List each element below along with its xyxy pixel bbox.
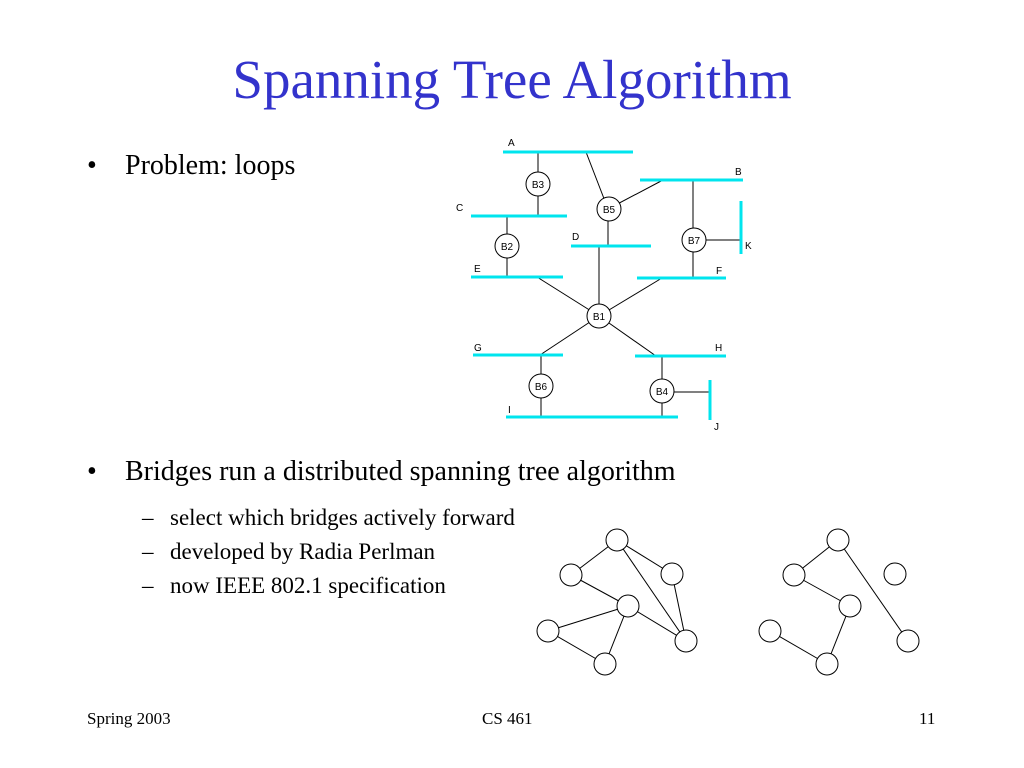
bridges: B3 B5 B2 B7 B1 B6 B4	[494, 171, 707, 404]
tree-nodes	[758, 528, 920, 676]
lan-labels: A B C D E F G H I J K	[456, 138, 752, 433]
graph-edge	[616, 539, 687, 642]
tree-node	[815, 652, 839, 676]
lan-label-i: I	[508, 405, 511, 416]
sub-bullet-text: now IEEE 802.1 specification	[170, 573, 446, 598]
graph-node	[660, 562, 684, 586]
graph-edge	[547, 605, 629, 632]
lan-label-h: H	[715, 343, 722, 354]
bridge-b5: B5	[596, 196, 622, 222]
bridge-label: B6	[535, 382, 548, 393]
slide-title: Spanning Tree Algorithm	[232, 49, 792, 110]
graph-nodes	[536, 528, 698, 676]
sub-bullet-dash: –	[142, 539, 154, 564]
bridge-b7: B7	[681, 227, 707, 253]
lan-label-b: B	[735, 167, 742, 178]
tree-node	[826, 528, 850, 552]
graph-node	[605, 528, 629, 552]
tree-node	[896, 629, 920, 653]
bullet-dot: •	[87, 456, 97, 487]
graph-with-loops	[536, 528, 698, 676]
bridge-circle	[494, 233, 520, 259]
lan-label-g: G	[474, 343, 482, 354]
bridge-label: B2	[501, 242, 514, 253]
sub-bullet-ieee: – now IEEE 802.1 specification	[142, 573, 446, 598]
bridge-circle	[596, 196, 622, 222]
lan-segments	[471, 150, 743, 420]
footer-page-number: 11	[919, 709, 936, 728]
tree-node	[758, 619, 782, 643]
sub-bullet-select: – select which bridges actively forward	[142, 505, 515, 530]
sub-bullet-dash: –	[142, 505, 154, 530]
bullet-text: Bridges run a distributed spanning tree …	[125, 456, 676, 487]
bridge-b2: B2	[494, 233, 520, 259]
graph-edges	[547, 539, 687, 665]
lan-label-d: D	[572, 232, 579, 243]
lan-label-e: E	[474, 264, 481, 275]
footer-course: CS 461	[482, 709, 533, 728]
bullet-dot: •	[87, 150, 97, 181]
bridge-label: B4	[656, 387, 669, 398]
tree-edges	[769, 539, 909, 665]
bullet-problem: • Problem: loops	[87, 150, 296, 181]
sub-bullet-perlman: – developed by Radia Perlman	[142, 539, 436, 564]
bridge-b1: B1	[586, 303, 612, 329]
bridge-label: B5	[603, 205, 616, 216]
footer-date: Spring 2003	[87, 709, 171, 728]
graph-node	[559, 563, 583, 587]
graph-spanning-tree	[758, 528, 920, 676]
bridge-circle	[681, 227, 707, 253]
lan-label-f: F	[716, 266, 722, 277]
lan-label-c: C	[456, 203, 463, 214]
bridge-label: B7	[688, 236, 701, 247]
graph-node	[536, 619, 560, 643]
tree-edge	[837, 539, 909, 642]
graph-node	[674, 629, 698, 653]
bridge-label: B1	[593, 312, 606, 323]
graph-node	[616, 594, 640, 618]
bridge-b4: B4	[649, 378, 675, 404]
sub-bullet-text: select which bridges actively forward	[170, 505, 515, 530]
bullet-bridges: • Bridges run a distributed spanning tre…	[87, 456, 676, 487]
bridge-circle	[649, 378, 675, 404]
tree-node	[883, 562, 907, 586]
lan-label-j: J	[714, 422, 719, 433]
sub-bullet-text: developed by Radia Perlman	[170, 539, 436, 564]
bridge-circle	[586, 303, 612, 329]
tree-node	[838, 594, 862, 618]
graph-node	[593, 652, 617, 676]
bridge-circle	[525, 171, 551, 197]
sub-bullet-dash: –	[142, 573, 154, 598]
bridge-label: B3	[532, 180, 545, 191]
lan-label-k: K	[745, 241, 752, 252]
lan-label-a: A	[508, 138, 515, 149]
bridge-circle	[528, 373, 554, 399]
tree-node	[782, 563, 806, 587]
bridge-b6: B6	[528, 373, 554, 399]
bridge-b3: B3	[525, 171, 551, 197]
bullet-text: Problem: loops	[125, 150, 296, 181]
